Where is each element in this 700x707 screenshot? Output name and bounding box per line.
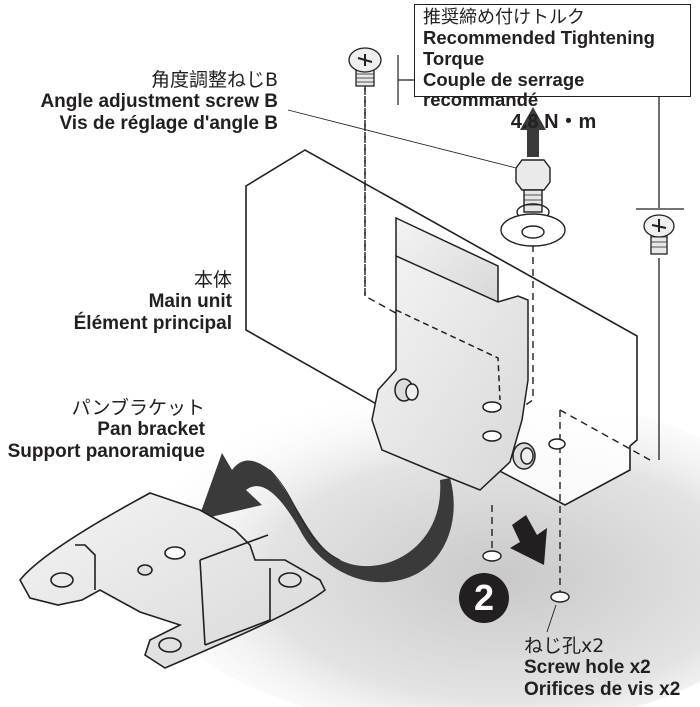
torque-spec-box: 推奨締め付けトルク Recommended Tightening Torque … (414, 4, 691, 133)
up-arrow-icon (520, 107, 546, 157)
screw-hole-label: ねじ孔x2 Screw hole x2 Orifices de vis x2 (524, 635, 681, 700)
angle-screw-label-ja: 角度調整ねじB (150, 69, 278, 91)
screw-hole-label-ja: ねじ孔x2 (524, 635, 605, 657)
main-unit-label-en: Main unit (148, 291, 232, 313)
screw-hole-label-fr: Orifices de vis x2 (524, 678, 681, 700)
torque-value: 4.8 N・m (510, 111, 597, 134)
phillips-screw-right-icon (636, 96, 684, 460)
pan-hole-left (50, 572, 74, 588)
main-unit-label-ja: 本体 (193, 269, 232, 291)
main-unit-label: 本体 Main unit Élément principal (73, 269, 232, 334)
pan-bracket-label-en: Pan bracket (97, 419, 205, 441)
tilt-bracket (371, 216, 566, 491)
hole-2 (482, 430, 502, 442)
main-unit-label-fr: Élément principal (73, 312, 232, 334)
pan-hole-bottom (158, 637, 182, 653)
angle-screw-label-fr: Vis de réglage d'angle B (59, 112, 278, 134)
angle-screw-label: 角度調整ねじB Angle adjustment screw B Vis de … (40, 69, 278, 134)
torque-label-fr: Couple de serrage recommandé (423, 68, 585, 111)
torque-label-en: Recommended Tightening Torque (423, 27, 655, 69)
step-number-badge: 2 (459, 573, 509, 623)
down-arrow-icon (510, 515, 547, 565)
screw-hole-right (550, 591, 570, 603)
screw-hole-label-en: Screw hole x2 (524, 657, 651, 679)
pan-bracket-label-ja: パンブラケット (71, 397, 205, 419)
torque-label-ja: 推奨締め付けトルク (423, 7, 585, 28)
screw-hole-leader (546, 604, 557, 633)
hole-3 (548, 438, 566, 450)
hole-1 (482, 401, 502, 413)
pan-center-hole (164, 546, 186, 560)
pan-hole-right (278, 572, 302, 588)
screw-hole-left (482, 550, 502, 562)
rotation-arrow-icon (198, 453, 454, 583)
torque-leader (397, 55, 414, 105)
pan-bracket-part (19, 492, 327, 669)
pan-bracket-label: パンブラケット Pan bracket Support panoramique (7, 397, 205, 462)
angle-screw-leader (287, 109, 517, 169)
phillips-screw-left-icon (348, 47, 382, 87)
pan-bracket-label-fr: Support panoramique (7, 440, 205, 462)
angle-screw-label-en: Angle adjustment screw B (40, 91, 278, 113)
angle-screw-b-icon (500, 159, 566, 247)
